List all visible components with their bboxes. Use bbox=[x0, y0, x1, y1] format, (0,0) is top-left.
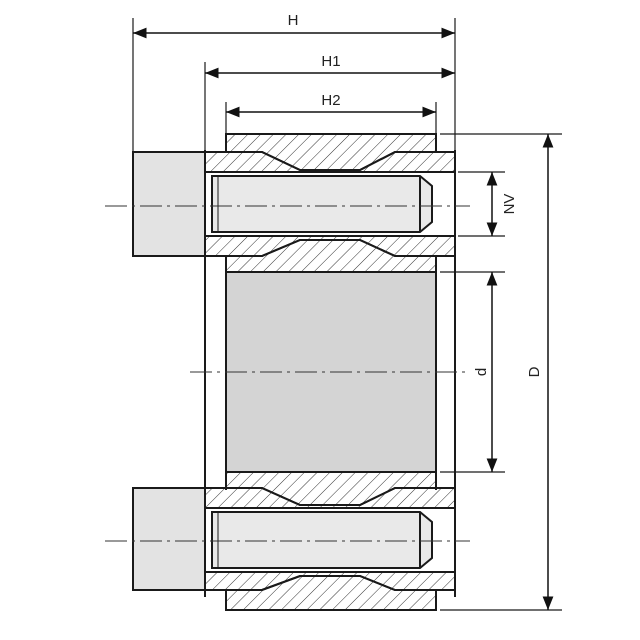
bottom-outer-ring bbox=[225, 575, 437, 611]
extension-lines bbox=[132, 18, 562, 611]
top-wedge-ring bbox=[225, 239, 437, 273]
label-H: H bbox=[288, 12, 299, 29]
label-H1: H1 bbox=[321, 53, 340, 70]
label-NV: NV bbox=[501, 194, 518, 215]
dimension-lines bbox=[133, 27, 554, 610]
label-d: d bbox=[473, 368, 490, 376]
label-D: D bbox=[526, 366, 543, 377]
bottom-screw-head bbox=[132, 487, 206, 591]
label-H2: H2 bbox=[321, 92, 340, 109]
top-screw-head bbox=[132, 151, 206, 257]
top-screw bbox=[132, 151, 456, 257]
center-lines bbox=[105, 205, 470, 542]
bottom-screw bbox=[132, 487, 456, 591]
